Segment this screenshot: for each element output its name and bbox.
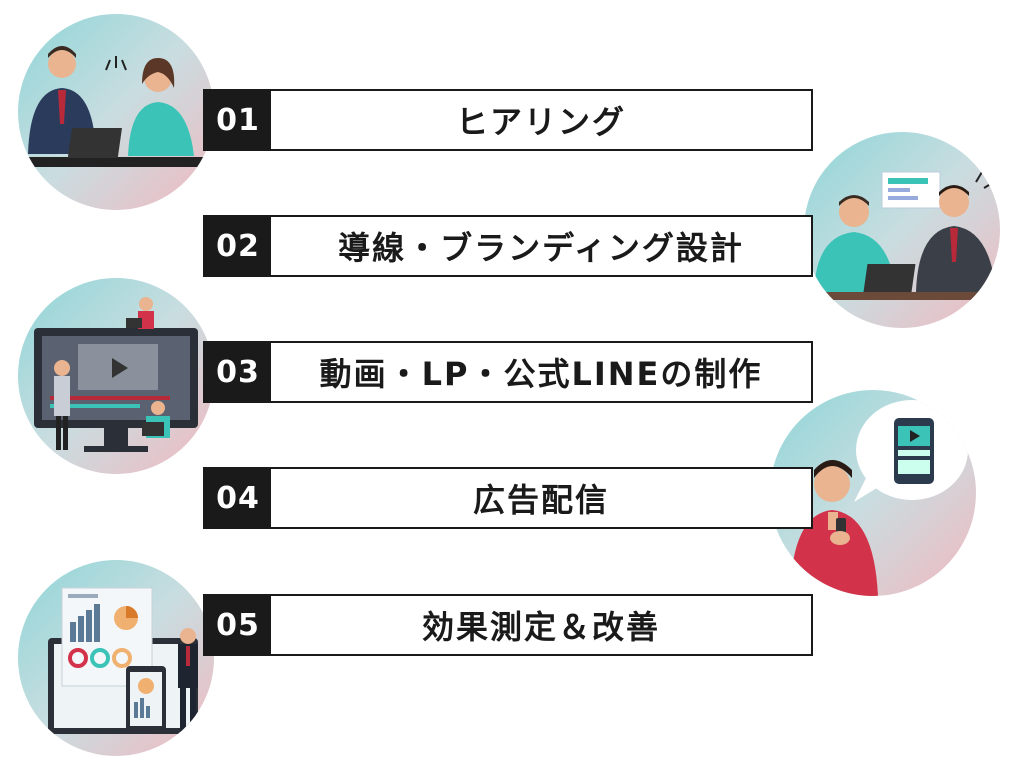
step-label: 動画・LP・公式LINEの制作 [319, 355, 763, 393]
step-01: 01 ヒアリング [203, 89, 813, 151]
hearing-meeting-illustration [18, 14, 214, 210]
step-label: ヒアリング [455, 103, 626, 141]
smartphone-ad-illustration [770, 390, 976, 596]
step-03: 03 動画・LP・公式LINEの制作 [203, 341, 813, 403]
step-number: 04 [205, 469, 271, 527]
step-number: 05 [205, 596, 271, 654]
design-meeting-illustration [804, 132, 1000, 328]
step-label: 効果測定＆改善 [421, 608, 660, 646]
step-02: 02 導線・ブランディング設計 [203, 215, 813, 277]
step-label: 導線・ブランディング設計 [338, 229, 744, 267]
video-production-illustration [18, 278, 214, 474]
step-number: 02 [205, 217, 271, 275]
step-label: 広告配信 [472, 481, 609, 519]
step-number: 01 [205, 91, 271, 149]
analytics-dashboard-illustration [18, 560, 214, 756]
step-05: 05 効果測定＆改善 [203, 594, 813, 656]
step-number: 03 [205, 343, 271, 401]
step-04: 04 広告配信 [203, 467, 813, 529]
